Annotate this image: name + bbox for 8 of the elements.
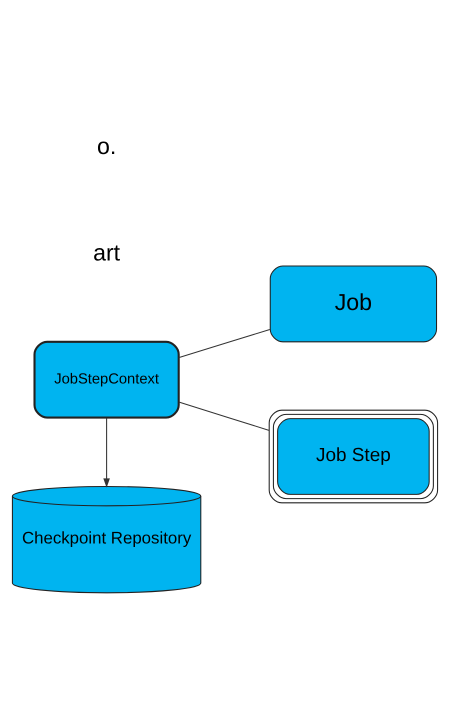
label: o. (96, 133, 116, 160)
arrow (103, 418, 110, 488)
node-box: JobStepContext (33, 340, 180, 419)
connector (178, 402, 270, 431)
connector (178, 328, 270, 358)
node-box: Job Step (268, 410, 438, 504)
node-box: Job (270, 266, 438, 342)
label: art (93, 239, 120, 266)
